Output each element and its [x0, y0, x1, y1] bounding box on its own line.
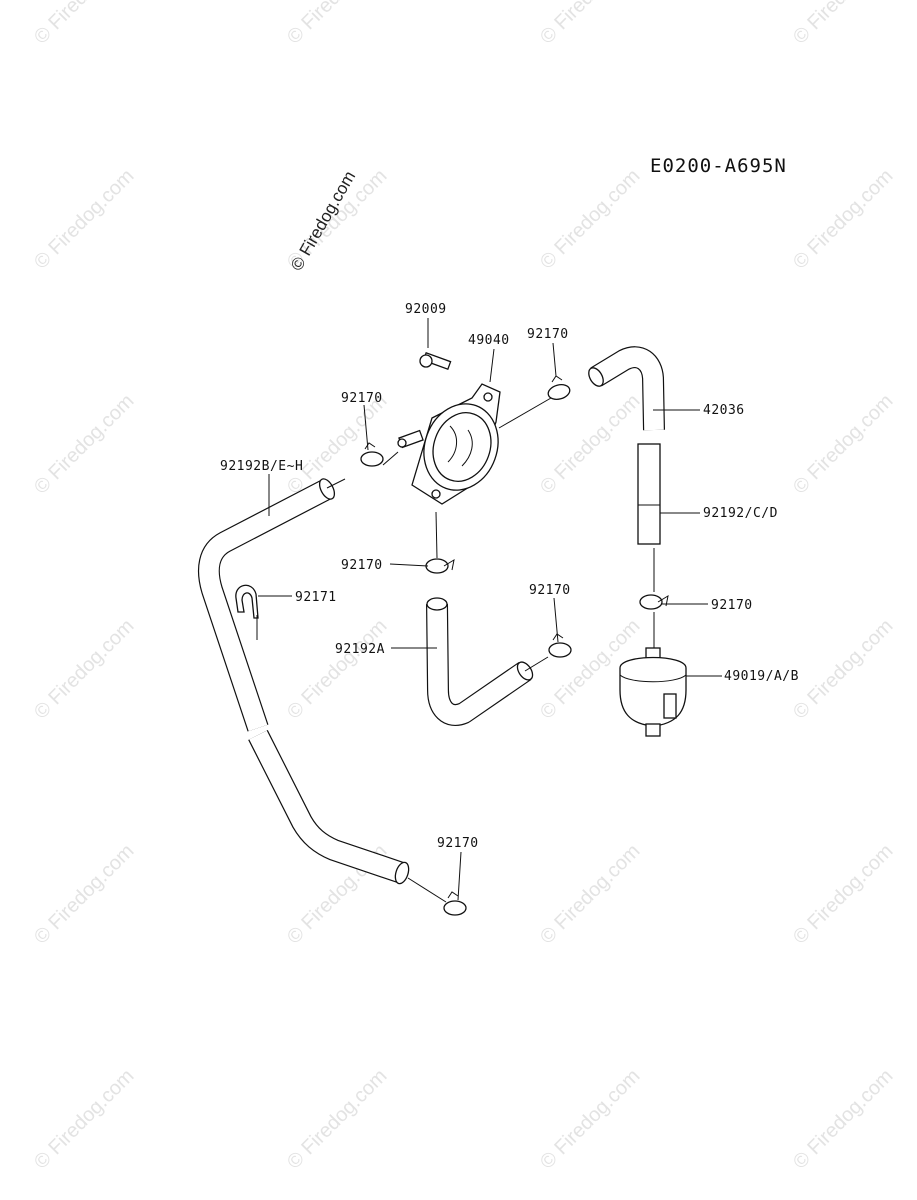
label-92170-pump: 92170: [341, 558, 383, 573]
clamps: [360, 375, 669, 916]
watermark-tile: © Firedog.com: [30, 1065, 139, 1174]
label-92192b: 92192B/E~H: [220, 459, 303, 474]
label-92171: 92171: [295, 590, 337, 605]
watermark-tile: © Firedog.com: [30, 390, 139, 499]
watermark-tile: © Firedog.com: [536, 1065, 645, 1174]
watermark-tile: © Firedog.com: [30, 840, 139, 949]
watermark-tile: © Firedog.com: [536, 840, 645, 949]
hose-42036: [588, 346, 665, 431]
watermark-tile: © Firedog.com: [536, 165, 645, 274]
watermark-tile: © Firedog.com: [283, 390, 392, 499]
watermark-tile: © Firedog.com: [283, 1065, 392, 1174]
label-92170-top: 92170: [527, 327, 569, 342]
watermark-tile: © Firedog.com: [283, 615, 392, 724]
label-49040: 49040: [468, 333, 510, 348]
label-92170-mid: 92170: [529, 583, 571, 598]
label-92192-c-d: 92192/C/D: [703, 506, 778, 521]
part-labels: 92009 49040 92170 42036 92170 92192B/E~H…: [220, 302, 799, 851]
label-92009: 92009: [405, 302, 447, 317]
watermark-tile: © Firedog.com: [789, 840, 898, 949]
fuel-filter: [619, 647, 687, 737]
watermark-tile: © Firedog.com: [789, 390, 898, 499]
label-49019: 49019/A/B: [724, 669, 799, 684]
label-92170-left: 92170: [341, 391, 383, 406]
watermark-tile: © Firedog.com: [30, 165, 139, 274]
watermark-tile: © Firedog.com: [30, 0, 139, 49]
hose-92192a: [426, 597, 534, 726]
hose-92192-c-d: [637, 443, 661, 545]
hose-holder-92171: [235, 584, 259, 640]
watermark-tile: © Firedog.com: [30, 615, 139, 724]
label-42036: 42036: [703, 403, 745, 418]
label-92170-filter: 92170: [711, 598, 753, 613]
diagram-code: E0200-A695N: [650, 155, 787, 177]
watermark-tile: © Firedog.com: [536, 390, 645, 499]
hose-92192b: [197, 478, 410, 885]
watermark-tile: © Firedog.com: [536, 0, 645, 49]
watermark-tile: © Firedog.com: [789, 0, 898, 49]
watermark-tile: © Firedog.com: [789, 1065, 898, 1174]
label-92192a: 92192A: [335, 642, 385, 657]
label-92170-bottom: 92170: [437, 836, 479, 851]
fuel-pump: [397, 351, 501, 505]
leader-lines: [258, 318, 722, 903]
watermark-tile: © Firedog.com: [283, 0, 392, 49]
watermark-tile: © Firedog.com: [789, 615, 898, 724]
watermark-tile: © Firedog.com: [789, 165, 898, 274]
